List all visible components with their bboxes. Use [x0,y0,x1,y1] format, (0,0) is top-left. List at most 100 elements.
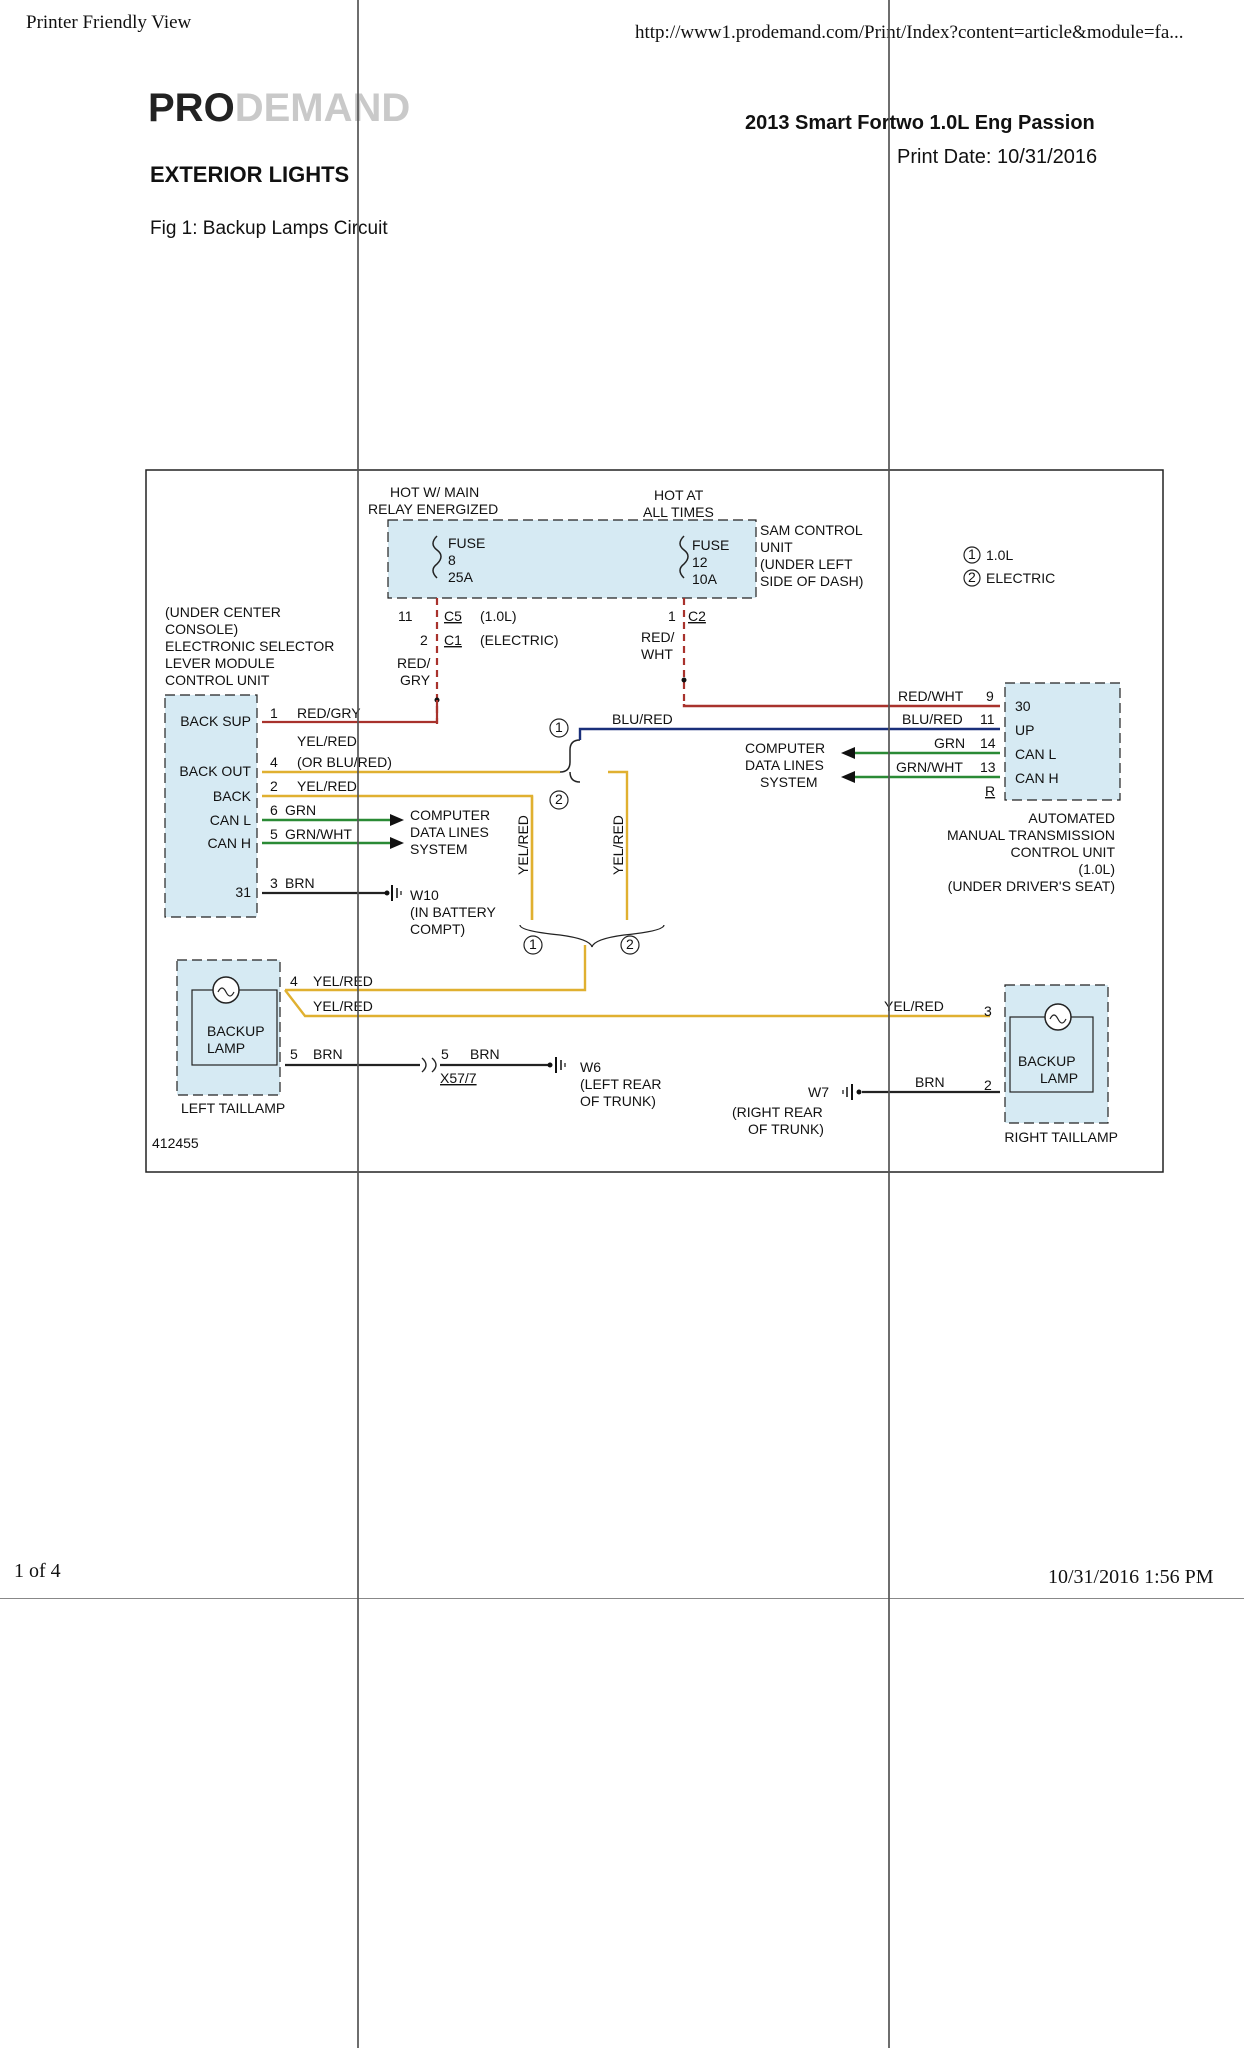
logo-dark-part: PRO [148,86,235,130]
amt-t11: UP [1015,722,1034,738]
esl-p6: 6 [270,802,278,818]
w7-dot [856,1089,862,1095]
x57-wire: BRN [470,1046,500,1062]
esl-pin-can-h: CAN H [207,835,251,851]
fuse12-symbol [679,535,689,579]
amt-t14: CAN L [1015,746,1056,762]
option-num-1: 1 [555,719,563,735]
wire-red-gry [262,700,439,724]
sam-label-1: SAM CONTROL [760,522,863,538]
esl-p1: 1 [270,705,278,721]
merge-num-2: 2 [626,936,634,952]
footer-datetime: 10/31/2016 1:56 PM [1048,1566,1214,1588]
left-p5: 5 [290,1046,298,1062]
hot-main-2: RELAY ENERGIZED [368,501,498,517]
fuse8-rating: 25A [448,569,474,585]
print-date: Print Date: 10/31/2016 [897,146,1098,168]
esl-pin-back: BACK [213,788,252,804]
w10-label-1: W10 [410,887,439,903]
left-taillamp-name: LEFT TAILLAMP [181,1100,285,1116]
wire-blu-red [578,727,1000,740]
esl-pin-31: 31 [235,884,251,900]
amt-t13: CAN H [1015,770,1059,786]
right-w2: BRN [915,1074,945,1090]
left-w4: YEL/RED [313,973,373,989]
esl-label-4: LEVER MODULE [165,655,275,671]
hot-main-1: HOT W/ MAIN [390,484,479,500]
amt-label-3: CONTROL UNIT [1011,844,1116,860]
left-p4: 4 [290,973,298,989]
esl-w4b: (OR BLU/RED) [297,754,392,770]
w7-label-3: OF TRUNK) [748,1121,824,1137]
ground-w10-icon [391,885,402,901]
right-lamp-label-2: LAMP [1040,1070,1078,1086]
esl-p3: 3 [270,875,278,891]
x57-name: X57/7 [440,1070,477,1086]
comp-data-right-2: DATA LINES [745,757,824,773]
figure-caption: Fig 1: Backup Lamps Circuit [150,218,388,239]
esl-p5: 5 [270,826,278,842]
esl-w4a: YEL/RED [297,733,357,749]
c5-name: C5 [444,608,462,624]
wire-red-wht-label-2: WHT [641,646,673,662]
w10-dot [384,890,390,896]
comp-data-left-3: SYSTEM [410,841,468,857]
c2-pin: 1 [668,608,676,624]
splice-dot-right [681,677,687,683]
w7-label-1: W7 [808,1084,829,1100]
w6-label-3: OF TRUNK) [580,1093,656,1109]
option-circle-1 [549,718,569,738]
ground-w6-icon [555,1057,566,1073]
left-bulb-icon [212,976,240,1004]
w10-label-2: (IN BATTERY [410,904,496,920]
esl-w1: RED/GRY [297,705,361,721]
amt-label-5: (UNDER DRIVER'S SEAT) [948,878,1115,894]
amt-p9: 9 [986,688,994,704]
amt-label-1: AUTOMATED [1028,810,1115,826]
wire-cross-yel-red [284,989,990,1018]
right-p3: 3 [984,1003,992,1019]
c1-note: (ELECTRIC) [480,632,559,648]
legend-circle-2 [963,569,981,587]
hot-always-2: ALL TIMES [643,504,714,520]
wire-red-wht-amt [682,704,1000,708]
left-lamp-label-2: LAMP [207,1040,245,1056]
fuse8-symbol [432,535,442,579]
w6-label-1: W6 [580,1059,601,1075]
fuse12-label: FUSE [692,537,729,553]
page-url: http://www1.prodemand.com/Print/Index?co… [635,22,1184,43]
amt-w9: RED/WHT [898,688,964,704]
right-p2: 2 [984,1077,992,1093]
x57-pin: 5 [441,1046,449,1062]
figure-id: 412455 [152,1135,199,1151]
comp-data-left-1: COMPUTER [410,807,490,823]
merge-num-1: 1 [529,936,537,952]
arrow-amt-can-h-icon [841,771,855,783]
esl-w6: GRN [285,802,316,818]
amt-t9: 30 [1015,698,1031,714]
legend-num-1: 1 [968,546,976,562]
w6-dot [547,1062,553,1068]
merge-circle-1 [523,935,543,955]
merge-brace [519,924,665,948]
fuse8-label: FUSE [448,535,485,551]
ground-w7-icon [842,1084,853,1100]
comp-data-right-1: COMPUTER [745,740,825,756]
esl-w5: GRN/WHT [285,826,352,842]
legend-circle-1 [963,546,981,564]
w7-label-2: (RIGHT REAR [732,1104,823,1120]
amt-label-2: MANUAL TRANSMISSION [947,827,1115,843]
right-taillamp-name: RIGHT TAILLAMP [1004,1129,1118,1145]
left-w-cross: YEL/RED [313,998,373,1014]
comp-data-left-2: DATA LINES [410,824,489,840]
scan-fold-line-left [357,0,359,2048]
c2-name: C2 [688,608,706,624]
prodemand-logo: PRODEMAND [148,86,410,131]
esl-p4: 4 [270,754,278,770]
footer-rule [0,1598,1244,1599]
scan-fold-line-right [888,0,890,2048]
esl-w2: YEL/RED [297,778,357,794]
esl-module-box [164,694,258,918]
amt-pr: R [985,783,995,799]
legend-2: ELECTRIC [986,570,1055,586]
